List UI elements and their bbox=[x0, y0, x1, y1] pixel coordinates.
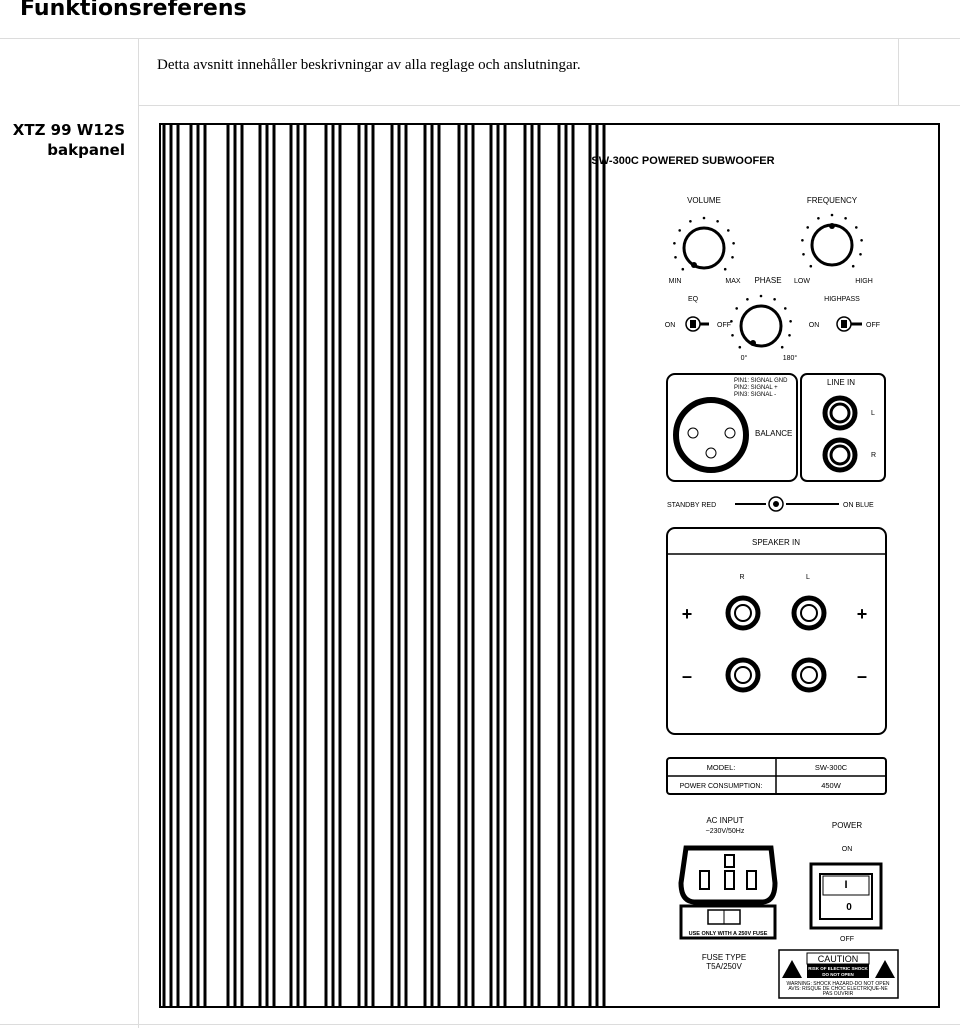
line-in-r-jack[interactable] bbox=[822, 437, 858, 473]
divider bbox=[138, 105, 960, 106]
switch-o-label: 0 bbox=[846, 902, 852, 913]
caption-model: XTZ 99 W12S bbox=[12, 121, 125, 139]
volume-label: VOLUME bbox=[687, 196, 721, 205]
iec-power-inlet[interactable] bbox=[678, 845, 778, 905]
speaker-r-label: R bbox=[739, 574, 744, 581]
switch-off-label: OFF bbox=[840, 936, 854, 943]
fuse-type-label: FUSE TYPE bbox=[702, 953, 746, 962]
highpass-switch[interactable] bbox=[836, 316, 862, 332]
low-label: LOW bbox=[794, 278, 810, 285]
volume-knob[interactable] bbox=[673, 216, 735, 271]
eq-on-label: ON bbox=[665, 322, 676, 329]
fuse-holder[interactable] bbox=[679, 904, 777, 940]
phase-0-label: 0° bbox=[741, 354, 748, 362]
caution-label bbox=[778, 949, 899, 999]
speaker-in-label: SPEAKER IN bbox=[752, 538, 800, 547]
divider bbox=[0, 38, 960, 39]
speaker-l-plus-terminal[interactable] bbox=[791, 595, 827, 631]
caution-line-1: RISK OF ELECTRIC SHOCK bbox=[808, 966, 868, 971]
speaker-r-plus-terminal[interactable] bbox=[725, 595, 761, 631]
line-in-l-jack[interactable] bbox=[822, 395, 858, 431]
phase-label: PHASE bbox=[754, 276, 781, 285]
panel-caption: XTZ 99 W12S bakpanel bbox=[0, 120, 125, 160]
heatsink-fins bbox=[162, 125, 606, 1006]
eq-label: EQ bbox=[688, 296, 699, 303]
pin2-text: PIN2: SIGNAL + bbox=[734, 385, 778, 391]
divider bbox=[138, 38, 139, 1028]
intro-text: Detta avsnitt innehåller beskrivningar a… bbox=[157, 57, 581, 73]
model-value: SW-300C bbox=[815, 763, 848, 772]
highpass-on-label: ON bbox=[809, 322, 820, 329]
model-plate bbox=[666, 757, 887, 795]
panel-heading: SW-300C POWERED SUBWOOFER bbox=[591, 155, 774, 167]
rear-panel-drawing: SW-300C POWERED SUBWOOFER VOLUME MIN MAX… bbox=[159, 123, 940, 1008]
ac-voltage-label: ~230V/50Hz bbox=[706, 828, 745, 835]
max-label: MAX bbox=[725, 278, 741, 285]
plus-sign-right: + bbox=[857, 604, 868, 624]
standby-label: STANDBY RED bbox=[667, 502, 716, 509]
ac-input-label: AC INPUT bbox=[706, 816, 743, 825]
speaker-l-label: L bbox=[806, 574, 810, 581]
page-title: Funktionsreferens bbox=[20, 0, 247, 21]
min-label: MIN bbox=[669, 278, 682, 285]
divider bbox=[898, 38, 899, 106]
speaker-r-minus-terminal[interactable] bbox=[725, 657, 761, 693]
frequency-knob[interactable] bbox=[801, 213, 863, 268]
speaker-l-minus-terminal[interactable] bbox=[791, 657, 827, 693]
line-in-r-label: R bbox=[871, 452, 876, 459]
status-led bbox=[768, 496, 784, 512]
warning-line-2: AVIS: RISQUE DE CHOC ELECTRIQUE-NE bbox=[788, 986, 888, 992]
divider bbox=[0, 1024, 960, 1025]
caution-line-2: DO NOT OPEN bbox=[822, 972, 854, 977]
caption-subtitle: bakpanel bbox=[47, 141, 125, 159]
line-in-label: LINE IN bbox=[827, 378, 855, 387]
eq-off-label: OFF bbox=[717, 322, 731, 329]
switch-i-label: I bbox=[844, 879, 847, 891]
minus-sign-left: – bbox=[682, 666, 692, 686]
eq-switch[interactable] bbox=[685, 316, 709, 332]
xlr-balanced-input[interactable] bbox=[673, 397, 749, 473]
highpass-label: HIGHPASS bbox=[824, 296, 860, 303]
pin3-text: PIN3: SIGNAL - bbox=[734, 392, 776, 398]
switch-on-label: ON bbox=[842, 846, 853, 853]
minus-sign-right: – bbox=[857, 666, 867, 686]
fuse-value-label: T5A/250V bbox=[706, 962, 742, 971]
power-rocker-switch[interactable] bbox=[809, 862, 883, 930]
model-label: MODEL: bbox=[707, 763, 736, 772]
high-label: HIGH bbox=[855, 278, 873, 285]
power-consumption-label: POWER CONSUMPTION: bbox=[680, 783, 763, 790]
balance-label: BALANCE bbox=[755, 429, 792, 438]
warning-line-1: WARNING: SHOCK HAZARD-DO NOT OPEN bbox=[786, 981, 889, 987]
phase-180-label: 180° bbox=[783, 354, 798, 362]
warning-line-3: PAS OUVRIR bbox=[823, 991, 854, 997]
plus-sign-left: + bbox=[682, 604, 693, 624]
highpass-off-label: OFF bbox=[866, 322, 880, 329]
phase-knob[interactable] bbox=[730, 294, 792, 349]
power-consumption-value: 450W bbox=[821, 781, 842, 790]
pin1-text: PIN1: SIGNAL GND bbox=[734, 378, 788, 384]
power-label: POWER bbox=[832, 821, 862, 830]
caution-title: CAUTION bbox=[818, 954, 859, 964]
on-blue-label: ON BLUE bbox=[843, 502, 874, 509]
line-in-l-label: L bbox=[871, 410, 875, 417]
frequency-label: FREQUENCY bbox=[807, 196, 858, 205]
use-only-label: USE ONLY WITH A 250V FUSE bbox=[689, 931, 768, 937]
